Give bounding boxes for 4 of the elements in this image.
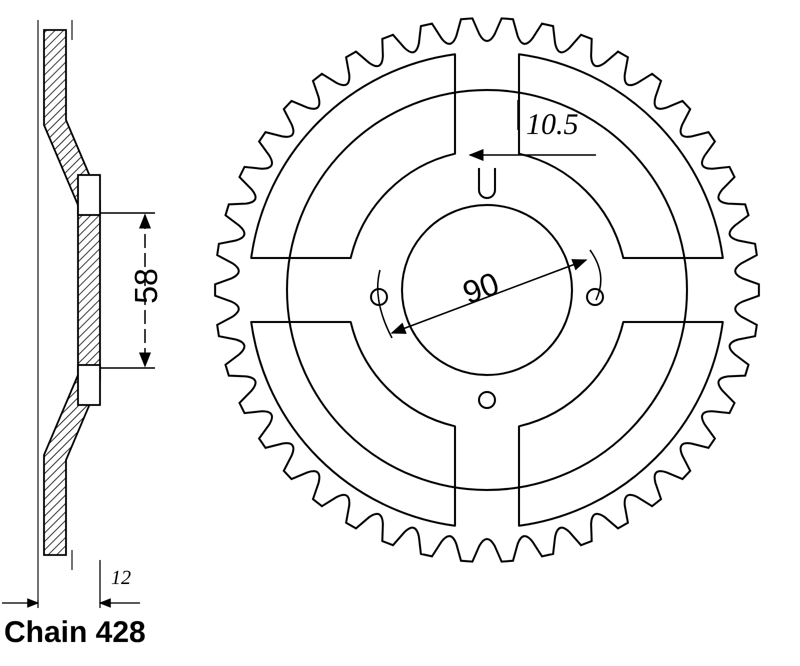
dimension-label: 90 (458, 266, 503, 310)
dimension-label: 10.5 (526, 110, 578, 140)
dimension-label: 12 (111, 568, 131, 588)
chain-size-text: Chain 428 (4, 618, 146, 648)
